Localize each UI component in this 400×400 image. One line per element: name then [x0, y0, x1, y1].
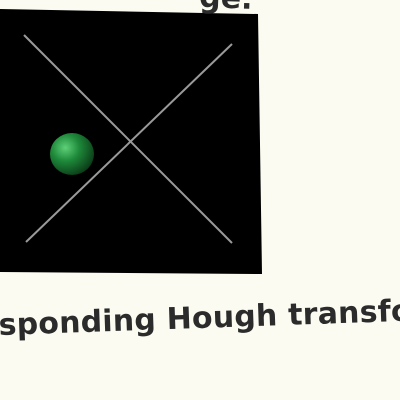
diagonal-line-2	[25, 43, 233, 243]
green-ball	[50, 133, 94, 175]
top-text-fragment: ge.	[199, 0, 253, 17]
diagonal-line-1	[23, 34, 233, 244]
